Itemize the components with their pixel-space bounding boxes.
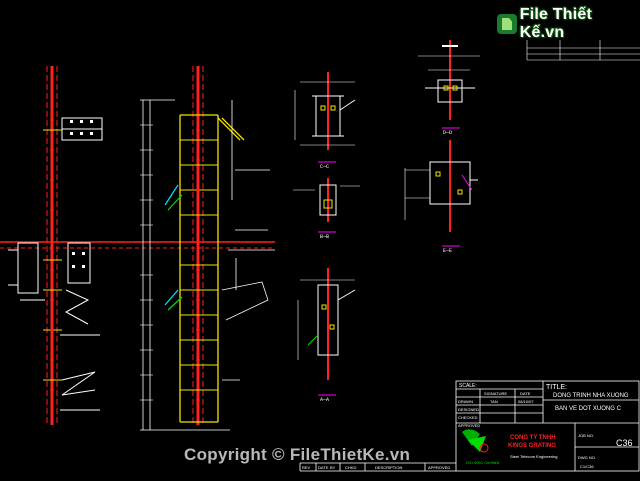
rev-col-chkd: CHKD: [345, 465, 356, 470]
section-detail-c: [294, 72, 356, 163]
company-logo-mark: [462, 429, 489, 453]
section-labels: C—C B—B A—A D—D E—E: [320, 130, 452, 403]
scale-label: SCALE:: [459, 383, 477, 389]
file-icon: [497, 14, 517, 34]
date-column-header: DATE: [520, 391, 531, 396]
rev-col-approved: APPROVED: [428, 465, 450, 470]
drawing-number-label: DWG NO.: [578, 455, 596, 460]
title-block: [299, 380, 640, 472]
drawing-number-value: C1/C36: [580, 464, 594, 469]
section-label-c: C—C: [320, 164, 329, 170]
rev-col-date: DATE: [318, 465, 329, 470]
copyright-watermark: Copyright © FileThietKe.vn: [184, 445, 411, 464]
title-block-text: SCALE: TITLE: DONG TRINH NHA XUONG BAN V…: [302, 383, 633, 470]
row-designed: DESIGNED: [458, 407, 479, 412]
section-label-a: A—A: [320, 397, 329, 403]
rev-col-rev: REV: [302, 465, 311, 470]
company-certification: ISO-9001 Certified: [466, 460, 499, 465]
company-name-2: KINGS GRATING: [508, 443, 556, 449]
company-subtitle: Steel Telecom Engineering: [510, 454, 558, 459]
rev-col-description: DESCRIPTION: [375, 465, 402, 470]
title-line-2: BAN VE DOT XUONG C: [555, 406, 622, 412]
section-label-d: D—D: [443, 130, 452, 136]
row-checked: CHECKED: [458, 415, 478, 420]
section-detail-e: [404, 140, 478, 247]
title-label: TITLE:: [546, 384, 567, 391]
job-number-value: C36: [616, 438, 633, 448]
row-approved: APPROVED: [458, 423, 480, 428]
site-logo[interactable]: File Thiết Kế.vn: [497, 6, 640, 41]
section-detail-a: [297, 268, 356, 396]
rev-col-by: BY: [330, 465, 336, 470]
section-label-b: B—B: [320, 234, 329, 240]
row-drawn: DRAWN: [458, 399, 473, 404]
job-number-label: JOB NO.: [578, 433, 594, 438]
section-detail-d: [418, 40, 480, 129]
drawn-date: 08/10/07: [518, 399, 534, 404]
company-name-1: CONG TY TNHH: [510, 435, 556, 441]
signature-column-header: SIGNATURE: [484, 391, 507, 396]
drawn-signature: TAN: [490, 399, 498, 404]
sheet-corner-table: [526, 40, 640, 61]
section-label-e: E—E: [443, 248, 452, 254]
title-line-1: DONG TRINH NHA XUONG: [553, 393, 629, 399]
main-frame-elevation: [128, 66, 275, 431]
section-detail-b: [293, 178, 360, 233]
left-column-detail: [0, 66, 128, 425]
site-logo-text: File Thiết Kế.vn: [519, 6, 593, 41]
